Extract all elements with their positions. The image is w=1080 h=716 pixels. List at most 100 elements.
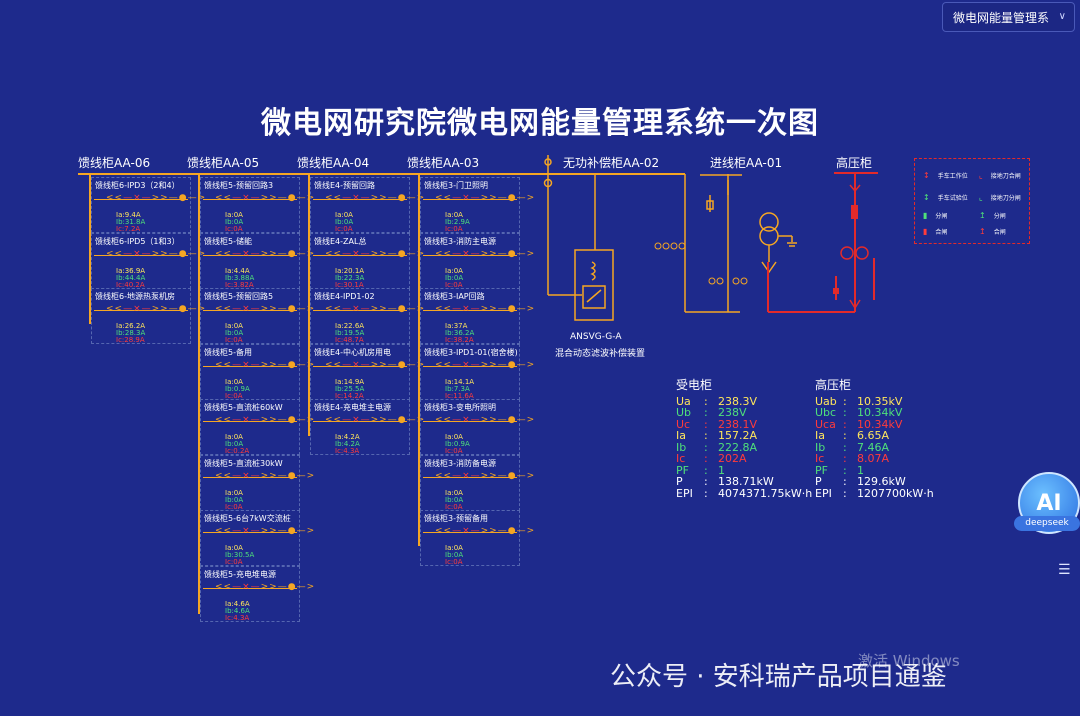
feeder-ib: Ib:0.9A <box>225 384 250 393</box>
feeder-ia: Ia:14.1A <box>445 377 475 386</box>
system-selector[interactable]: 微电网能量管理系 ∨ <box>942 2 1075 32</box>
page-title: 微电网研究院微电网能量管理系统一次图 <box>261 106 819 141</box>
feeder-name: 馈线柜6-IPD5（1和3） <box>95 236 180 246</box>
reactive-compensation-branch <box>543 155 614 321</box>
measurement-row: Ib:7.46A <box>815 441 934 454</box>
feeder-ib: Ib:28.3A <box>116 329 146 337</box>
feeder-name: 馈线柜6-IPD3（2和4） <box>95 181 180 190</box>
measurement-row: PF:1 <box>676 464 812 477</box>
legend-item-close-switch: ↥合闸 <box>979 227 1006 236</box>
feeder-line <box>94 199 188 200</box>
feeder-line <box>94 310 188 311</box>
main-busbar <box>78 173 685 175</box>
feeder-ic: Ic:4.3A <box>225 613 250 622</box>
feeder-ic: Ic:4.3A <box>335 447 360 455</box>
measurement-key: P <box>676 475 683 488</box>
measurement-colon: : <box>704 440 708 454</box>
feeder-ic: Ic:0A <box>225 558 243 566</box>
feeder-ia: Ia:0A <box>225 322 243 330</box>
wechat-watermark: 公众号 · 安科瑞产品项目通鉴 <box>610 662 947 692</box>
incoming-cabinet-branch <box>684 174 797 313</box>
feeder-line <box>313 365 407 367</box>
feeder-switchgear-icon: <<—×—>>—●—> <box>435 304 536 314</box>
feeder-switchgear-icon: <<—×—>>—●—> <box>325 193 426 203</box>
feeder-switchgear-icon: <<—×—>>—●—> <box>325 359 426 370</box>
ground-switch-open-icon: ⌞ <box>979 193 983 202</box>
feeder-name: 馈线柜5-预留回路3 <box>204 181 274 190</box>
measurement-colon: : <box>704 452 708 465</box>
feeder-ib: Ib:25.5A <box>335 384 365 393</box>
ai-assistant-tag[interactable]: deepseek <box>1014 516 1080 531</box>
measurement-value: 10.35kV <box>857 394 903 408</box>
feeder-ic: Ic:28.9A <box>116 336 145 344</box>
feeder-ib: Ib:0A <box>225 495 244 504</box>
receiving-cabinet-title: 受电柜 <box>676 378 713 392</box>
settings-sliders-icon[interactable]: ☰ <box>1058 562 1071 578</box>
feeder-ib: Ib:2.9A <box>445 218 470 226</box>
system-selector-value: 微电网能量管理系 <box>953 10 1050 25</box>
measurement-colon: : <box>704 486 708 500</box>
feeder-ib: Ib:30.5A <box>225 551 255 559</box>
feeder-ic: Ic:0A <box>225 336 243 344</box>
feeder-ia: Ia:0A <box>225 211 243 219</box>
feeder-name: 馈线E4-IPD1-02 <box>314 292 375 301</box>
measurement-key: Ia <box>676 429 686 442</box>
high-voltage-branch <box>767 172 878 313</box>
incoming-ct-symbols <box>654 242 748 285</box>
feeder-switchgear-icon: <<—×—>>—●—> <box>435 193 536 203</box>
feeder-ic: Ic:7.2A <box>116 225 141 233</box>
feeder-switchgear-icon: <<—×—>>—●—> <box>215 248 316 259</box>
measurement-row: Uc:238.1V <box>676 418 812 431</box>
measurement-key: P <box>815 475 822 488</box>
feeder-switchgear-icon: <<—×—>>—●—> <box>325 304 426 314</box>
measurement-key: PF <box>815 463 828 477</box>
feeder-ia: Ia:4.2A <box>335 433 360 441</box>
measurement-value: 202A <box>718 452 747 465</box>
measurement-row: P:129.6kW <box>815 476 934 488</box>
feeder-ia: Ia:0A <box>445 488 463 497</box>
feeder-ia: Ia:20.1A <box>335 266 365 275</box>
cabinet-aa02-label: 无功补偿柜AA-02 <box>563 156 660 170</box>
high-voltage-title: 高压柜 <box>815 378 852 392</box>
feeder-line <box>423 310 517 311</box>
feeder-line <box>203 476 297 478</box>
measurement-key: EPI <box>676 486 693 500</box>
measurement-key: Ic <box>815 452 825 465</box>
feeder-ib: Ib:19.5A <box>335 329 365 337</box>
measurement-key: Ua <box>676 394 691 408</box>
measurement-colon: : <box>704 394 708 408</box>
feeder-line <box>313 254 407 256</box>
measurement-key: Ubc <box>815 406 837 419</box>
measurement-row: P:138.71kW <box>676 476 812 488</box>
measurement-row: Ic:8.07A <box>815 453 934 465</box>
